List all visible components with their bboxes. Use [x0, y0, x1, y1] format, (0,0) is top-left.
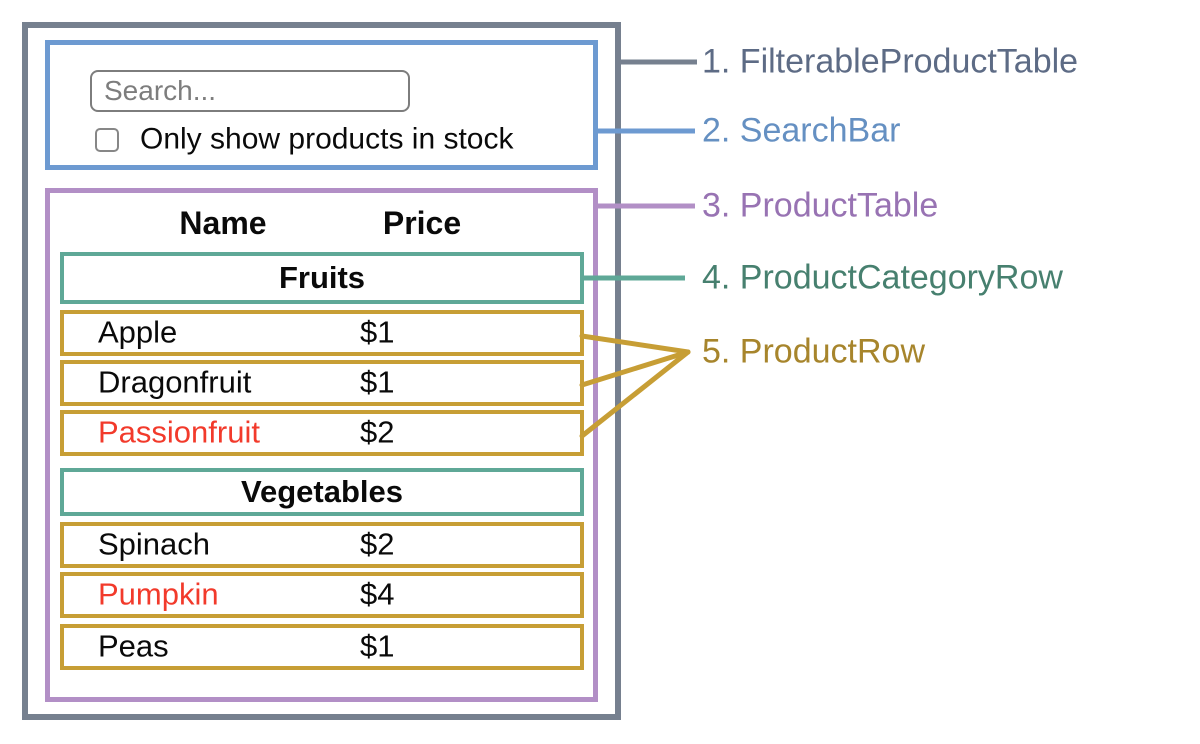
in-stock-checkbox-label: Only show products in stock [140, 122, 514, 156]
product-name: Passionfruit [98, 414, 260, 450]
product-row-spinach: Spinach $2 [60, 522, 584, 568]
product-price: $1 [360, 314, 395, 350]
legend-filterable-product-table: 1. FilterableProductTable [702, 42, 1079, 81]
search-bar-box: Only show products in stock [45, 40, 598, 170]
legend-product-category-row: 4. ProductCategoryRow [702, 258, 1063, 297]
search-input[interactable] [90, 70, 410, 112]
product-name: Spinach [98, 526, 211, 562]
product-price: $4 [360, 576, 395, 612]
column-header-price: Price [382, 205, 462, 241]
legend-product-table: 3. ProductTable [702, 186, 939, 225]
category-label: Vegetables [241, 474, 403, 509]
product-row-pumpkin: Pumpkin $4 [60, 572, 584, 618]
product-row-dragonfruit: Dragonfruit $1 [60, 360, 584, 406]
product-row-apple: Apple $1 [60, 310, 584, 356]
category-label: Fruits [278, 260, 366, 295]
legend-search-bar: 2. SearchBar [702, 111, 901, 150]
product-row-peas: Peas $1 [60, 624, 584, 670]
product-price: $1 [360, 364, 395, 400]
product-row-passionfruit: Passionfruit $2 [60, 410, 584, 456]
product-price: $2 [360, 526, 395, 562]
product-price: $1 [360, 628, 395, 664]
legend-product-row: 5. ProductRow [702, 332, 925, 371]
category-row-fruits: Fruits [60, 252, 584, 304]
category-row-vegetables: Vegetables [60, 468, 584, 516]
product-name: Apple [98, 314, 178, 350]
product-name: Pumpkin [98, 576, 219, 612]
column-header-name: Name [179, 205, 267, 241]
product-name: Peas [98, 628, 169, 664]
in-stock-checkbox[interactable] [95, 128, 119, 152]
product-price: $2 [360, 414, 395, 450]
product-table-box: Name Price Fruits Apple $1 Dragonfruit $… [45, 188, 598, 702]
product-name: Dragonfruit [98, 364, 252, 400]
